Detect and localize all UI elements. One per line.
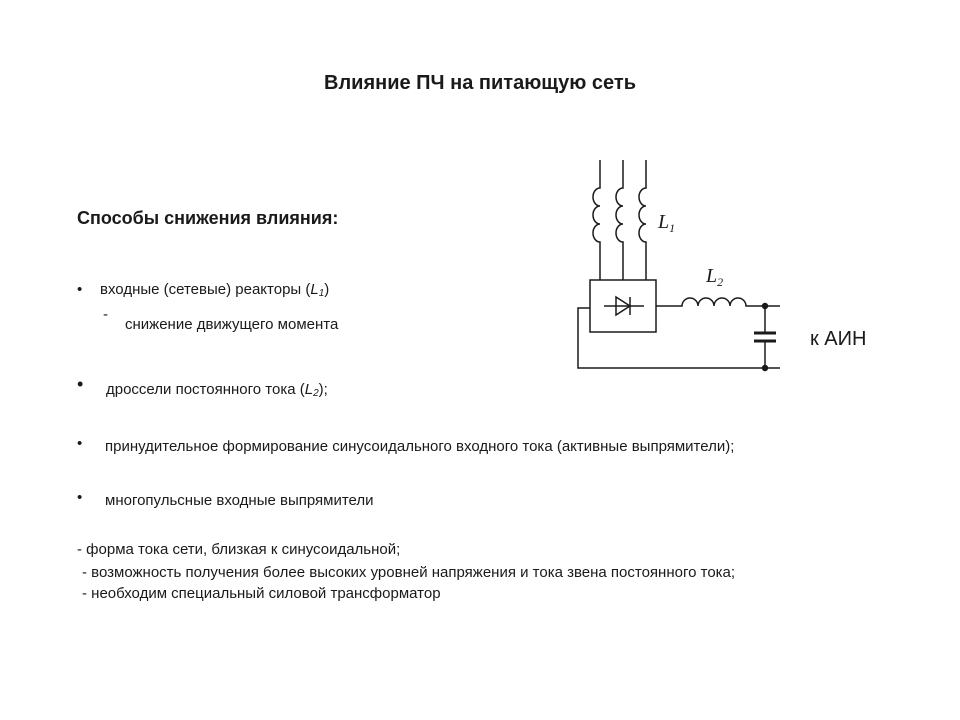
- output-label: к АИН: [810, 328, 867, 350]
- list-item: дроссели постоянного тока (L2);: [106, 381, 328, 399]
- input-reactor-l1: [592, 160, 647, 280]
- label-l1: L1: [657, 211, 675, 235]
- bullet-icon: •: [77, 435, 83, 452]
- list-item: принудительное формирование синусоидальн…: [105, 438, 735, 455]
- note-line: - необходим специальный силовой трансфор…: [82, 585, 441, 602]
- item-subscript: 2: [313, 388, 319, 399]
- note-line: - возможность получения более высоких ур…: [82, 564, 736, 581]
- diode-icon: [604, 295, 644, 317]
- section-subtitle: Способы снижения влияния:: [77, 208, 339, 228]
- bullet-icon: •: [77, 374, 84, 394]
- item-suffix: ): [324, 281, 330, 298]
- item-suffix: );: [318, 381, 328, 398]
- label-l2: L2: [705, 265, 723, 289]
- note-line: - форма тока сети, близкая к синусоидаль…: [77, 541, 401, 558]
- bullet-icon: •: [77, 489, 83, 506]
- rectifier-circuit-diagram: L1 L2: [577, 160, 780, 372]
- list-item: входные (сетевые) реакторы (L1): [100, 281, 329, 299]
- list-item: многопульсные входные выпрямители: [105, 492, 374, 509]
- dc-choke-l2: [656, 297, 780, 307]
- dc-return-line: [577, 307, 780, 369]
- item-text: дроссели постоянного тока (: [106, 381, 305, 398]
- junction-dot: [761, 302, 769, 310]
- item-subscript: 1: [318, 288, 325, 299]
- junction-dot: [761, 364, 769, 372]
- item-text: входные (сетевые) реакторы (: [100, 281, 311, 298]
- item-symbol: L: [310, 281, 319, 298]
- page-title: Влияние ПЧ на питающую сеть: [324, 72, 636, 94]
- bullet-icon: •: [77, 281, 83, 298]
- item-symbol: L: [304, 381, 314, 398]
- dash-marker: -: [103, 306, 108, 323]
- capacitor-icon: [754, 306, 776, 368]
- sub-item: снижение движущего момента: [125, 316, 339, 333]
